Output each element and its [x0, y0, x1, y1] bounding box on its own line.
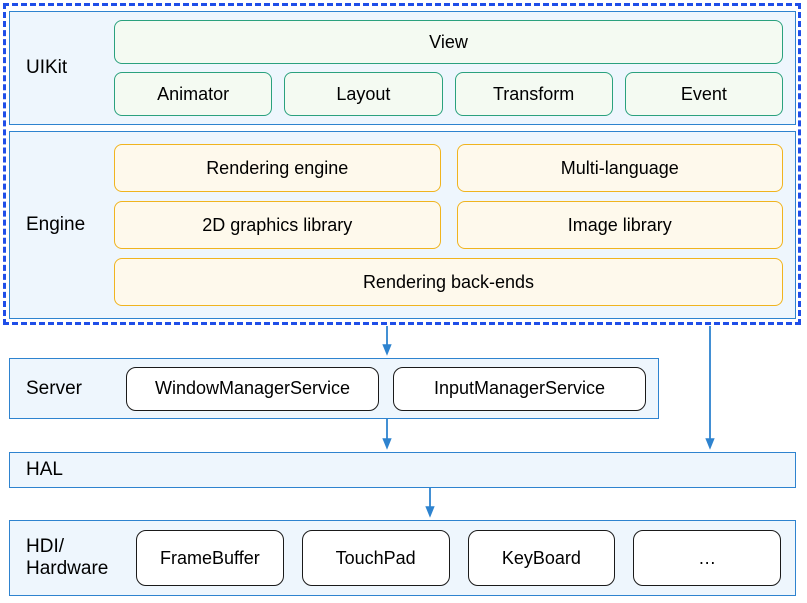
engine-box-rendering-back-ends[interactable]: Rendering back-ends	[114, 258, 783, 306]
layer-uikit-label: UIKit	[26, 57, 68, 79]
engine-box-rendering-engine[interactable]: Rendering engine	[114, 144, 441, 192]
layer-server-body: WindowManagerService InputManagerService	[126, 359, 658, 418]
layer-hal-label: HAL	[26, 459, 63, 481]
layer-hdi-hardware-label: HDI/ Hardware	[26, 536, 109, 579]
uikit-component-row: Animator Layout Transform Event	[114, 72, 783, 116]
uikit-box-event[interactable]: Event	[624, 72, 783, 116]
layer-server-label: Server	[26, 377, 82, 399]
engine-row-3: Rendering back-ends	[114, 258, 783, 306]
server-box-inputmanagerservice[interactable]: InputManagerService	[393, 366, 646, 411]
hdi-box-keyboard[interactable]: KeyBoard	[467, 530, 616, 586]
uikit-primary-row: View	[114, 20, 783, 64]
engine-row-1: Rendering engine Multi-language	[114, 144, 783, 192]
layer-hdi-hardware-body: FrameBuffer TouchPad KeyBoard …	[136, 521, 795, 595]
layer-hal: HAL	[9, 452, 796, 488]
engine-box-image-library[interactable]: Image library	[456, 201, 783, 249]
layer-server: Server WindowManagerService InputManager…	[9, 358, 659, 419]
framework-dashed-border	[3, 3, 801, 325]
layer-uikit: UIKit View Animator Layout Transform Eve…	[9, 11, 796, 125]
layer-engine-label: Engine	[26, 214, 86, 236]
hdi-box-touchpad[interactable]: TouchPad	[301, 530, 450, 586]
layer-hdi-hardware: HDI/ Hardware FrameBuffer TouchPad KeyBo…	[9, 520, 796, 596]
uikit-box-transform[interactable]: Transform	[454, 72, 613, 116]
hdi-box-ellipsis[interactable]: …	[633, 530, 781, 586]
layer-engine-body: Rendering engine Multi-language 2D graph…	[114, 132, 795, 318]
engine-row-2: 2D graphics library Image library	[114, 201, 783, 249]
uikit-box-layout[interactable]: Layout	[284, 72, 443, 116]
uikit-box-animator[interactable]: Animator	[114, 72, 273, 116]
layer-engine: Engine Rendering engine Multi-language 2…	[9, 131, 796, 319]
layer-hal-body	[63, 453, 795, 487]
server-box-windowmanagerservice[interactable]: WindowManagerService	[126, 366, 379, 411]
engine-box-2d-graphics-library[interactable]: 2D graphics library	[114, 201, 441, 249]
uikit-box-view[interactable]: View	[114, 20, 783, 64]
hdi-box-framebuffer[interactable]: FrameBuffer	[136, 530, 284, 586]
layer-uikit-body: View Animator Layout Transform Event	[114, 12, 795, 124]
engine-box-multi-language[interactable]: Multi-language	[456, 144, 783, 192]
